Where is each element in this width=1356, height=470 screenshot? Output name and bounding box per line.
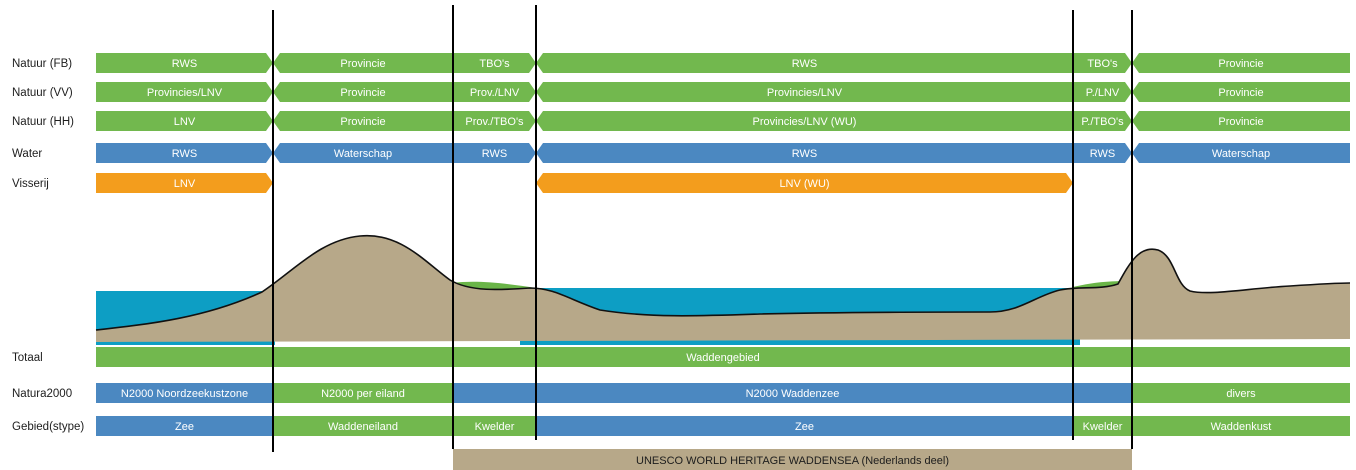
row-label: Natuur (HH) xyxy=(12,116,74,128)
segment-box xyxy=(1132,143,1350,163)
segment-box xyxy=(1073,111,1132,131)
segment-label: TBO's xyxy=(479,58,510,70)
unesco-box xyxy=(453,449,1132,470)
segment-box xyxy=(1132,416,1350,436)
row-label: Natuur (VV) xyxy=(12,87,73,99)
segment-box xyxy=(453,82,536,102)
row-1: Natuur (VV) Provincies/LNV Provincie Prov./… xyxy=(12,82,1350,102)
segment-label: Provincie xyxy=(340,116,385,128)
segment-label: Waddeneiland xyxy=(328,421,398,433)
segment-label: RWS xyxy=(482,148,507,160)
unesco-band: UNESCO WORLD HERITAGE WADDENSEA (Nederla… xyxy=(453,449,1132,470)
segment-label: RWS xyxy=(1090,148,1115,160)
segment-label: P./TBO's xyxy=(1081,116,1124,128)
segment-label: LNV xyxy=(174,116,196,128)
segment-label: Prov./TBO's xyxy=(465,116,524,128)
segment-label: Provincies/LNV xyxy=(767,87,843,99)
segment-label: RWS xyxy=(792,58,817,70)
segment-box xyxy=(96,416,273,436)
segment-label: Kwelder xyxy=(475,421,515,433)
row-5: Totaal Waddengebied xyxy=(12,347,1350,367)
segment-label: LNV xyxy=(174,178,196,190)
land-profile xyxy=(96,235,1350,342)
segment-box xyxy=(1073,143,1132,163)
segment-box xyxy=(1132,383,1350,403)
segment-label: Provincies/LNV xyxy=(147,87,223,99)
row-6: Natura2000 N2000 Noordzeekustzone N2000 pe… xyxy=(12,383,1350,403)
segment-box xyxy=(453,416,536,436)
segment-label: RWS xyxy=(172,148,197,160)
segment-box xyxy=(96,347,1350,367)
segment-box xyxy=(273,82,453,102)
segment-label: Provincie xyxy=(340,87,385,99)
row-label: Totaal xyxy=(12,352,43,364)
segment-box xyxy=(96,173,273,193)
row-label: Visserij xyxy=(12,178,49,190)
segment-box xyxy=(96,82,273,102)
segment-label: RWS xyxy=(172,58,197,70)
segment-box xyxy=(453,53,536,73)
segment-label: Waddengebied xyxy=(686,352,760,364)
segment-label: Provincie xyxy=(1218,87,1263,99)
row-7: Gebied(stype) Zee Waddeneiland Kwelder Zee Kw… xyxy=(12,416,1350,436)
land-outline xyxy=(95,234,1351,331)
segment-label: divers xyxy=(1226,388,1256,400)
segment-label: Provincie xyxy=(1218,58,1263,70)
segment-box xyxy=(1073,53,1132,73)
segment-label: Waterschap xyxy=(334,148,392,160)
segment-label: Waddenkust xyxy=(1211,421,1272,433)
segment-box xyxy=(273,416,453,436)
segment-box xyxy=(1132,53,1350,73)
segment-label: TBO's xyxy=(1087,58,1118,70)
zone-dividers xyxy=(272,5,1133,452)
segment-box xyxy=(96,383,273,403)
segment-box xyxy=(1073,82,1132,102)
row-label: Water xyxy=(12,148,42,160)
segment-label: N2000 per eiland xyxy=(321,388,405,400)
segment-box xyxy=(536,416,1073,436)
segment-label: Kwelder xyxy=(1083,421,1123,433)
segment-box xyxy=(273,383,453,403)
unesco-label: UNESCO WORLD HERITAGE WADDENSEA (Nederla… xyxy=(636,455,949,467)
segment-box xyxy=(536,111,1073,131)
segment-label: Provincie xyxy=(340,58,385,70)
segment-box xyxy=(1132,111,1350,131)
segment-box xyxy=(536,82,1073,102)
segment-box xyxy=(1073,416,1132,436)
segment-label: Provincie xyxy=(1218,116,1263,128)
segment-label: N2000 Noordzeekustzone xyxy=(121,388,248,400)
segment-box xyxy=(453,383,1132,403)
segment-label: P./LNV xyxy=(1086,87,1120,99)
row-4: Visserij LNV LNV (WU) xyxy=(12,173,1073,193)
segment-box xyxy=(453,111,536,131)
segment-box xyxy=(273,53,453,73)
segment-label: Waterschap xyxy=(1212,148,1270,160)
segment-box xyxy=(536,173,1073,193)
segment-box xyxy=(273,143,453,163)
row-0: Natuur (FB) RWS Provincie TBO's RWS TBO's Prov… xyxy=(12,53,1350,73)
segment-box xyxy=(1132,82,1350,102)
segment-label: Prov./LNV xyxy=(470,87,520,99)
segment-label: Zee xyxy=(175,421,194,433)
segment-box xyxy=(273,111,453,131)
segment-box xyxy=(536,143,1073,163)
segment-label: Provincies/LNV (WU) xyxy=(753,116,857,128)
segment-box xyxy=(96,143,273,163)
landscape-profile xyxy=(95,234,1351,345)
segment-label: Zee xyxy=(795,421,814,433)
segment-box xyxy=(536,53,1073,73)
segment-label: LNV (WU) xyxy=(779,178,829,190)
segment-label: RWS xyxy=(792,148,817,160)
row-3: Water RWS Waterschap RWS RWS RWS Waterschap xyxy=(12,143,1350,163)
segment-box xyxy=(96,53,273,73)
segment-box xyxy=(453,143,536,163)
row-label: Gebied(stype) xyxy=(12,421,84,433)
segment-box xyxy=(96,111,273,131)
row-2: Natuur (HH) LNV Provincie Prov./TBO's Provin… xyxy=(12,111,1350,131)
row-label: Natura2000 xyxy=(12,388,72,400)
segment-label: N2000 Waddenzee xyxy=(746,388,840,400)
row-label: Natuur (FB) xyxy=(12,58,72,70)
